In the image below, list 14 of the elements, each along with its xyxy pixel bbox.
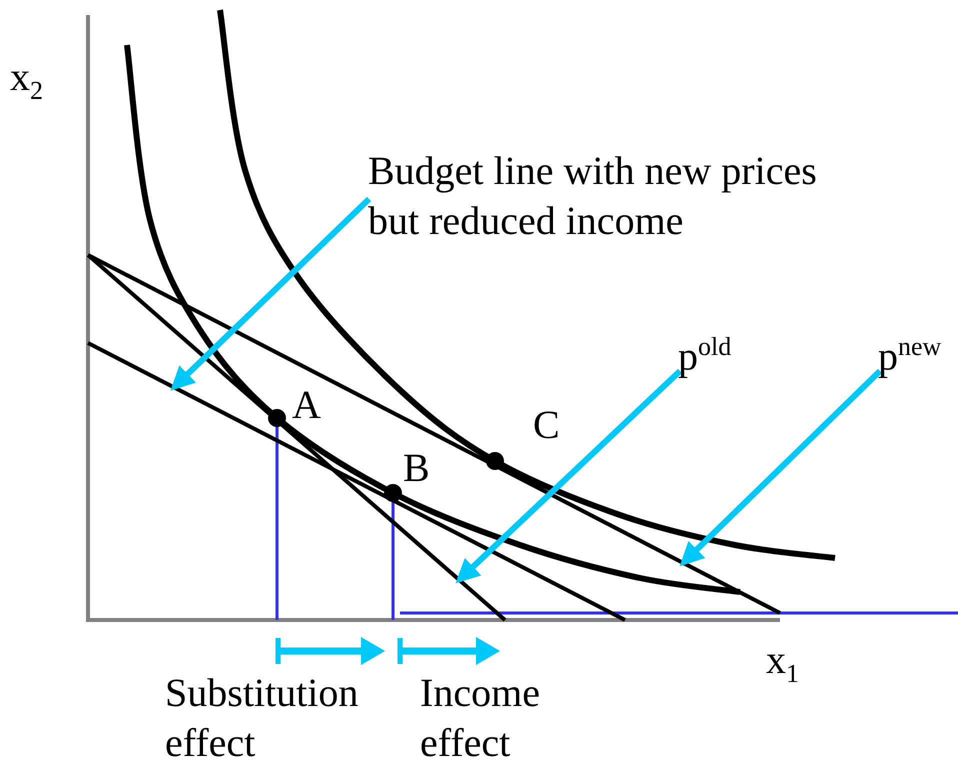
budget-line [87,253,781,615]
line-label: p$^{old}$ [678,331,732,380]
callout-text: Budget line with new prices but reduced income [368,147,818,245]
point-label: B [403,444,430,492]
leader-arrow [170,196,372,391]
point-label: A [292,381,321,429]
leader-arrow [680,368,882,566]
axis-label: x$_{2}$ [10,53,43,107]
leader-arrow [456,368,682,584]
effect-label: Income effect [420,669,541,764]
point-label: C [533,401,560,449]
effect-label: Substitution effect [165,669,360,764]
line-label: p$^{new}$ [878,331,942,380]
axis-label: x$_{1}$ [766,636,799,690]
